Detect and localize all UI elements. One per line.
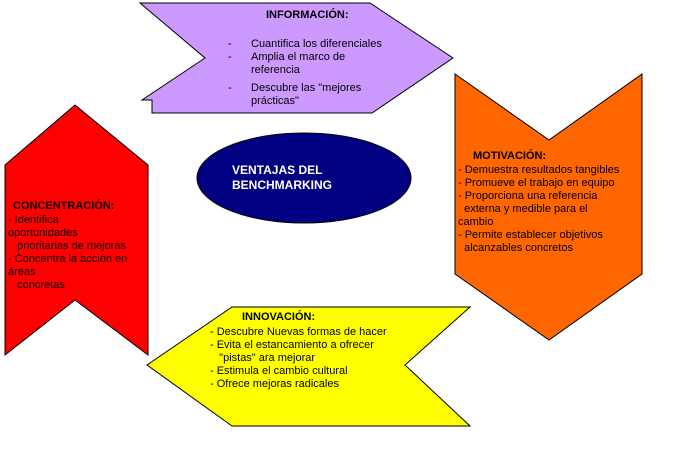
innovacion-arrow: [146, 306, 472, 427]
dash: -: [228, 38, 232, 50]
list-item: Amplia el marco de referencia: [251, 51, 346, 76]
list-line: cambio: [458, 216, 494, 228]
center-line-1: VENTAJAS DEL: [232, 163, 323, 177]
list-line: - Ofrece mejoras radicales: [210, 378, 339, 390]
list-line: - Promueve el trabajo en equipo: [458, 177, 615, 189]
list-line: - Estimula el cambio cultural: [210, 365, 348, 377]
list-item: Cuantifica los diferenciales: [251, 38, 382, 50]
innovacion-title: INNOVACIÓN:: [242, 311, 316, 323]
list-item: Descubre las "mejores prácticas": [251, 82, 362, 107]
center-ellipse: [196, 132, 412, 224]
list-line: áreas: [8, 266, 36, 278]
informacion-arrow: [138, 2, 454, 114]
list-line: alcanzables concretos: [458, 242, 573, 254]
list-line: prioritarias de mejoras: [8, 240, 126, 252]
list-line: - Permite establecer objetivos: [458, 229, 603, 241]
concentracion-title: CONCENTRACIÓN:: [13, 200, 115, 212]
list-line: - Demuestra resultados tangibles: [458, 164, 620, 176]
dash: -: [228, 51, 232, 63]
list-line: "pistas" ara mejorar: [210, 352, 316, 364]
list-line: - Identifica: [8, 214, 59, 226]
motivacion-title: MOTIVACIÓN:: [473, 150, 547, 162]
motivacion-arrow: [454, 73, 643, 341]
informacion-title: INFORMACIÓN:: [266, 9, 349, 21]
list-line: - Evita el estancamiento a ofrecer: [210, 339, 374, 351]
list-line: externa y medible para el: [458, 203, 588, 215]
concentracion-arrow: [4, 104, 149, 357]
list-line: - Descubre Nuevas formas de hacer: [210, 326, 387, 338]
center-line-2: BENCHMARKING: [232, 178, 332, 192]
list-line: - Concentra la acción en: [8, 253, 128, 265]
dash: -: [228, 82, 232, 94]
list-line: concretas: [8, 279, 65, 291]
list-line: oportunidades: [8, 227, 78, 239]
list-line: - Proporciona una referencia: [458, 190, 598, 202]
